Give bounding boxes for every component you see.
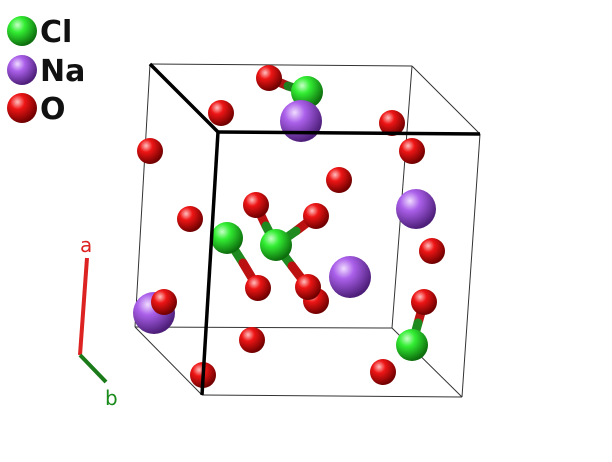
oxygen-atom [411,289,437,315]
legend-swatch-o [7,93,37,123]
legend-item-na: Na [7,54,85,89]
legend-label-o: O [40,92,66,127]
legend-swatch-na [7,55,37,85]
chlorine-atom [211,222,243,254]
legend-label-cl: Cl [40,15,72,50]
chlorine-atom [396,329,428,361]
unit-cell-front-edges [148,62,481,398]
sodium-atom [396,189,436,229]
unit-cell-edge-bold [200,131,220,396]
oxygen-atom [137,138,163,164]
clo-group-top [256,65,323,142]
axis-a-label: a [80,233,92,257]
axis-b-label: b [105,386,118,410]
legend: Cl Na O [7,15,85,127]
legend-label-na: Na [40,54,85,89]
oxygen-atom [303,203,329,229]
oxygen-atom [419,238,445,264]
oxygen-atom [399,138,425,164]
oxygen-atom [177,206,203,232]
unit-cell-edge-bold [217,130,481,136]
legend-swatch-cl [7,16,37,46]
chlorine-atom [260,229,292,261]
sodium-atom [329,256,371,298]
oxygen-atom [256,65,282,91]
oxygen-atom [379,110,405,136]
oxygen-atom [295,274,321,300]
atoms-lower [133,289,437,388]
oxygen-atom [239,327,265,353]
unit-cell-edge [201,394,463,398]
oxygen-atom [243,192,269,218]
oxygen-atom [245,275,271,301]
oxygen-atom [208,100,234,126]
axis-b-arrow [78,353,108,384]
chlorine-atom [291,76,323,108]
axis-indicator: a b [78,233,118,410]
axis-a-arrow [78,257,89,356]
oxygen-atom [326,167,352,193]
atoms-back [137,100,445,264]
unit-cell-edge-bold [148,62,220,134]
unit-cell-edge [461,133,481,398]
atoms-middle [177,192,371,314]
legend-item-o: O [7,92,66,127]
oxygen-atom [151,289,177,315]
oxygen-atom [370,359,396,385]
legend-item-cl: Cl [7,15,72,50]
sodium-atom [280,100,322,142]
